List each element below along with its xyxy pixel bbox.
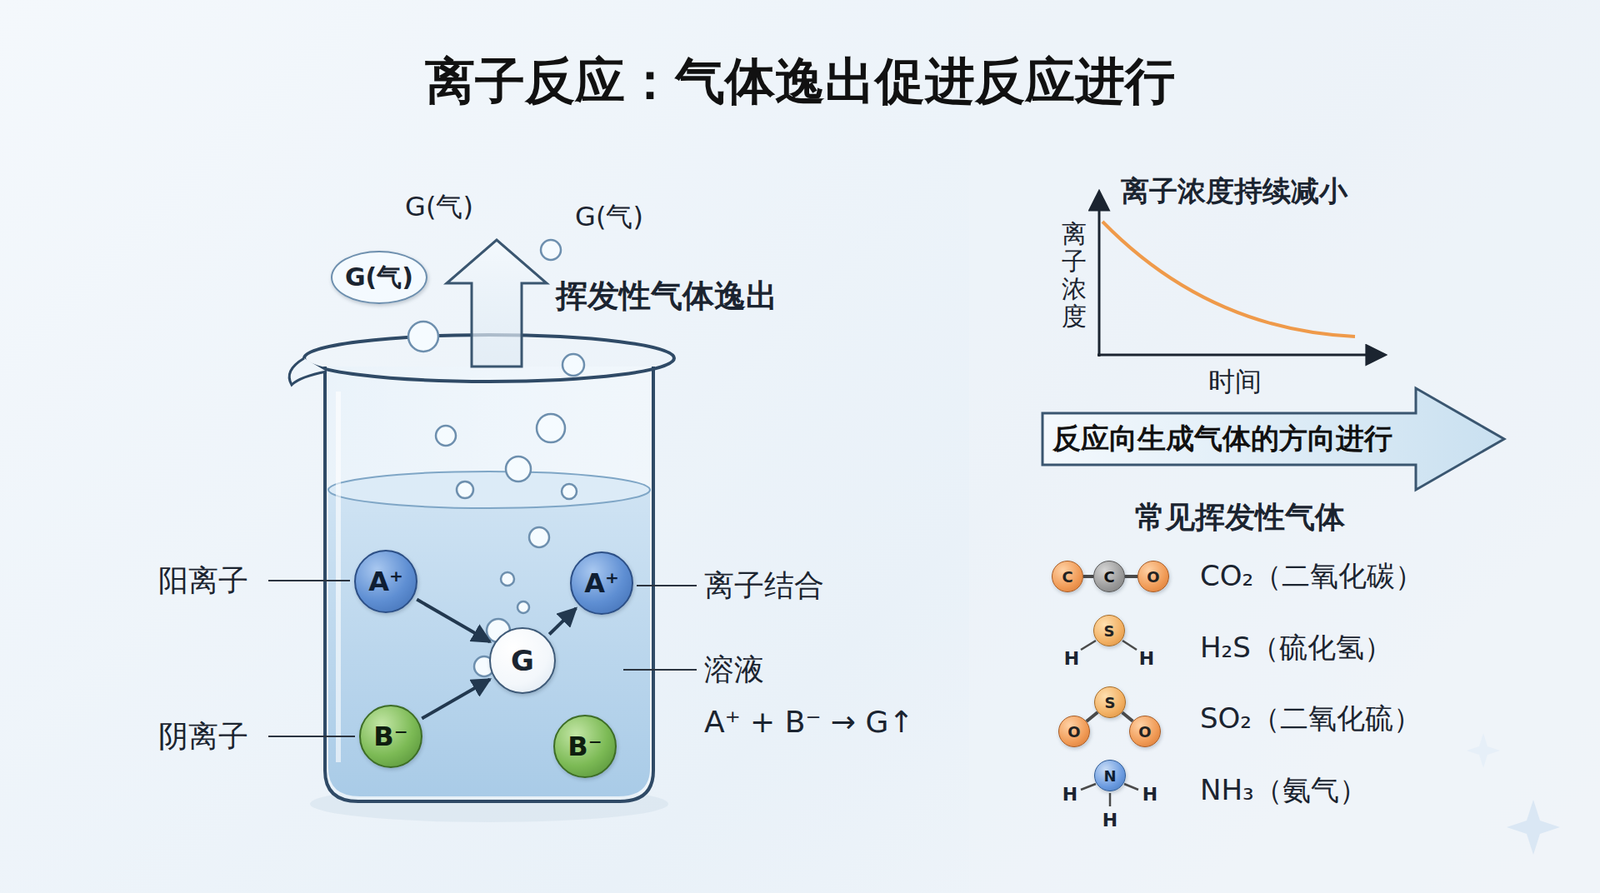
anion-ball: B⁻ <box>553 715 617 779</box>
leader-lines <box>268 580 697 737</box>
section-heading: 常见挥发性气体 <box>1135 497 1345 539</box>
node-text: O <box>1138 723 1151 741</box>
axis-label: 时间 <box>1208 364 1262 401</box>
beaker <box>289 335 675 823</box>
atom-label: H <box>1062 784 1078 805</box>
atom: S <box>1093 615 1125 647</box>
bond-line <box>1122 712 1134 722</box>
gas-bubble: G(气) <box>330 250 428 305</box>
node-text: A⁺ <box>584 567 620 600</box>
atom: O <box>1058 715 1090 748</box>
atom: N <box>1094 760 1126 792</box>
escape-arrow <box>446 240 547 367</box>
equation: A⁺ + B⁻ → G↑ <box>704 705 915 740</box>
node-text: C <box>1061 568 1073 586</box>
right-panel <box>969 0 1600 893</box>
atom: C <box>1051 560 1084 593</box>
node-text: G(气) <box>345 260 414 295</box>
node-text: O <box>1067 723 1080 741</box>
reaction-arrow <box>421 679 490 719</box>
gas-label: G(气) <box>575 199 644 236</box>
atom: S <box>1094 686 1126 719</box>
bond-line <box>1086 712 1099 722</box>
part-label: 阴离子 <box>158 716 249 758</box>
node-text: C <box>1103 568 1115 586</box>
axis-label: 离子浓度 <box>1061 220 1087 330</box>
direction-arrow: 反应向生成气体的方向进行 <box>1040 385 1508 493</box>
formula: SO₂（二氧化硫） <box>1200 700 1422 739</box>
part-label: 阳离子 <box>158 560 249 602</box>
atom: O <box>1137 560 1170 593</box>
h-bonds <box>1080 640 1139 807</box>
node-text: B⁻ <box>567 730 602 763</box>
cation-ball: A⁺ <box>570 551 634 615</box>
gas-molecule: G <box>489 627 556 695</box>
anion-ball: B⁻ <box>359 705 423 769</box>
node-text: N <box>1103 767 1116 785</box>
formula: NH₃（氨气） <box>1200 771 1368 810</box>
reaction-arrow <box>416 600 490 643</box>
part-label: 溶液 <box>704 650 765 691</box>
atom-label: H <box>1139 648 1155 670</box>
arrow-label: 挥发性气体逸出 <box>555 275 778 318</box>
node-text: A⁺ <box>368 565 404 598</box>
formula: H₂S（硫化氢） <box>1200 629 1393 668</box>
part-label: 离子结合 <box>704 565 825 607</box>
node-text: O <box>1146 568 1160 586</box>
node-text: G <box>510 644 535 678</box>
chart-title: 离子浓度持续减小 <box>1120 172 1348 211</box>
arrow-text: 反应向生成气体的方向进行 <box>1052 420 1393 459</box>
gas-label: G(气) <box>405 189 474 226</box>
atom-label: H <box>1102 810 1118 831</box>
concentration-chart <box>1097 193 1384 357</box>
atom: C <box>1093 560 1125 593</box>
sparkle <box>1466 733 1500 769</box>
cation-ball: A⁺ <box>354 550 418 614</box>
reaction-arrow <box>549 608 576 635</box>
node-text: B⁻ <box>373 720 408 753</box>
atom-label: H <box>1064 648 1080 670</box>
node-text: S <box>1105 694 1116 712</box>
sparkle <box>1506 800 1560 855</box>
title: 离子反应：气体逸出促进反应进行 <box>425 48 1175 116</box>
atom-label: H <box>1142 784 1158 805</box>
node-text: S <box>1104 622 1115 640</box>
formula: CO₂（二氧化碳） <box>1200 557 1424 596</box>
atom: O <box>1129 715 1161 748</box>
bond-line <box>1083 575 1094 579</box>
bond-line <box>1125 575 1138 579</box>
